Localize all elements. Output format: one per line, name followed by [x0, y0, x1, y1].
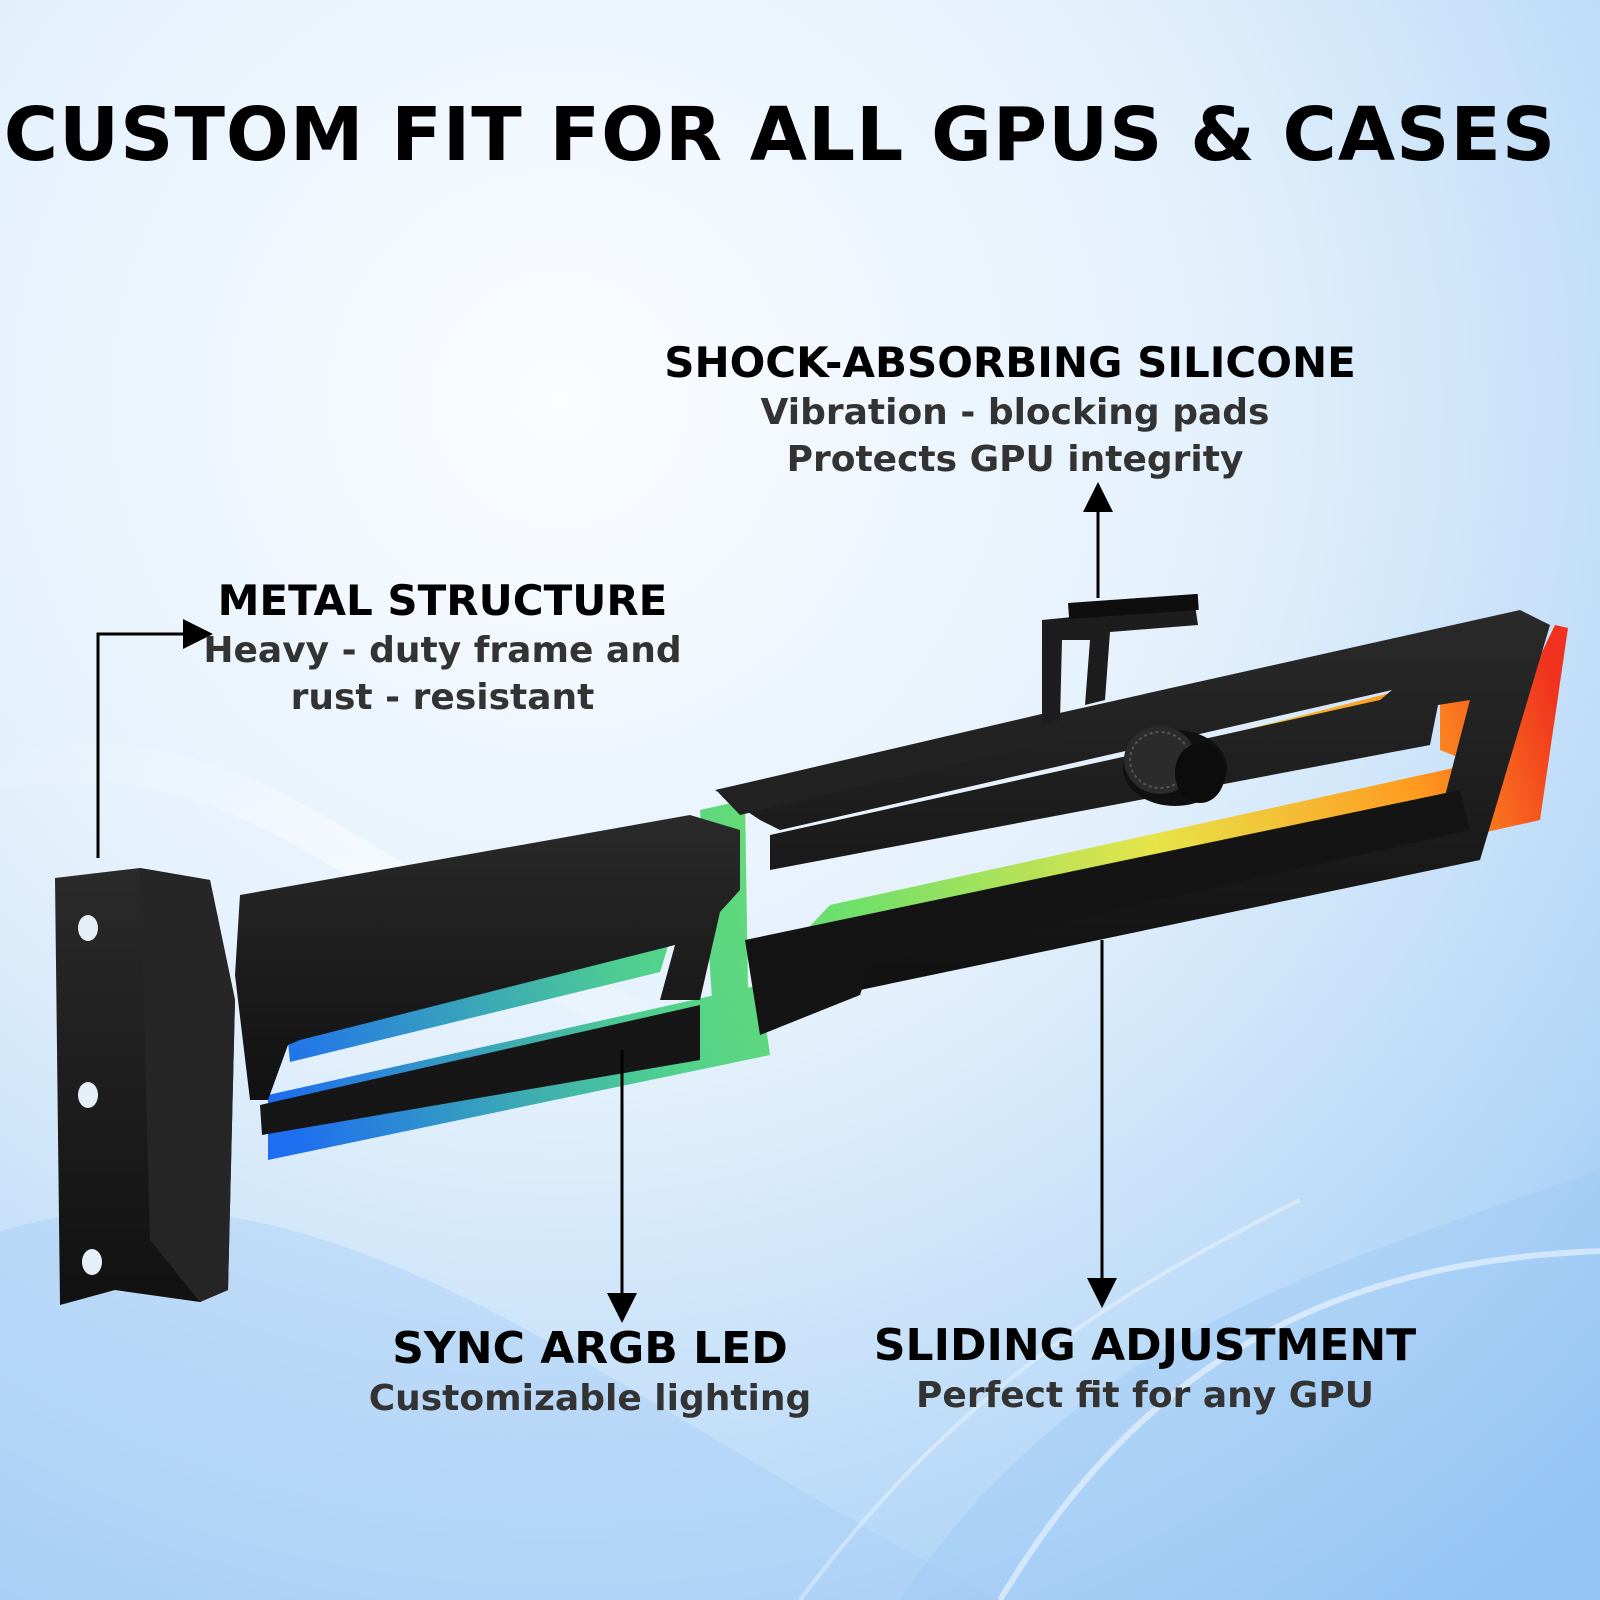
callout-description: Protects GPU integrity [786, 439, 1244, 480]
callout-title: SHOCK-ABSORBING SILICONE [664, 338, 1356, 387]
silicone-pad [1067, 593, 1199, 619]
callout-metal-structure: METAL STRUCTURE Heavy - duty frame and r… [190, 575, 695, 721]
mount-hole-icon [78, 1082, 98, 1108]
callout-shock-absorbing-silicone: SHOCK-ABSORBING SILICONE Vibration - blo… [620, 337, 1400, 483]
callout-description: Heavy - duty frame and [203, 630, 682, 671]
callout-sync-argb-led: SYNC ARGB LED Customizable lighting [360, 1323, 820, 1422]
callout-title: SLIDING ADJUSTMENT [873, 1320, 1417, 1371]
callout-description: Vibration - blocking pads [760, 392, 1270, 433]
page-title: CUSTOM FIT FOR ALL GPUS & CASES [3, 92, 1557, 178]
callout-description: rust - resistant [290, 677, 595, 718]
metal-frame [235, 610, 1550, 1135]
callout-title: METAL STRUCTURE [217, 576, 668, 625]
arrow-metal-icon [96, 619, 213, 858]
callout-description: Perfect fit for any GPU [916, 1375, 1374, 1416]
mount-hole-icon [82, 1249, 102, 1275]
thumb-screw [1123, 726, 1227, 806]
callout-description: Customizable lighting [368, 1378, 812, 1419]
callout-sliding-adjustment: SLIDING ADJUSTMENT Perfect fit for any G… [855, 1320, 1435, 1419]
callout-title: SYNC ARGB LED [392, 1323, 788, 1374]
mount-hole-icon [78, 915, 98, 941]
support-hook [1042, 593, 1199, 725]
callout-arrows [96, 482, 1117, 1323]
wall-mount-bracket [55, 868, 235, 1305]
